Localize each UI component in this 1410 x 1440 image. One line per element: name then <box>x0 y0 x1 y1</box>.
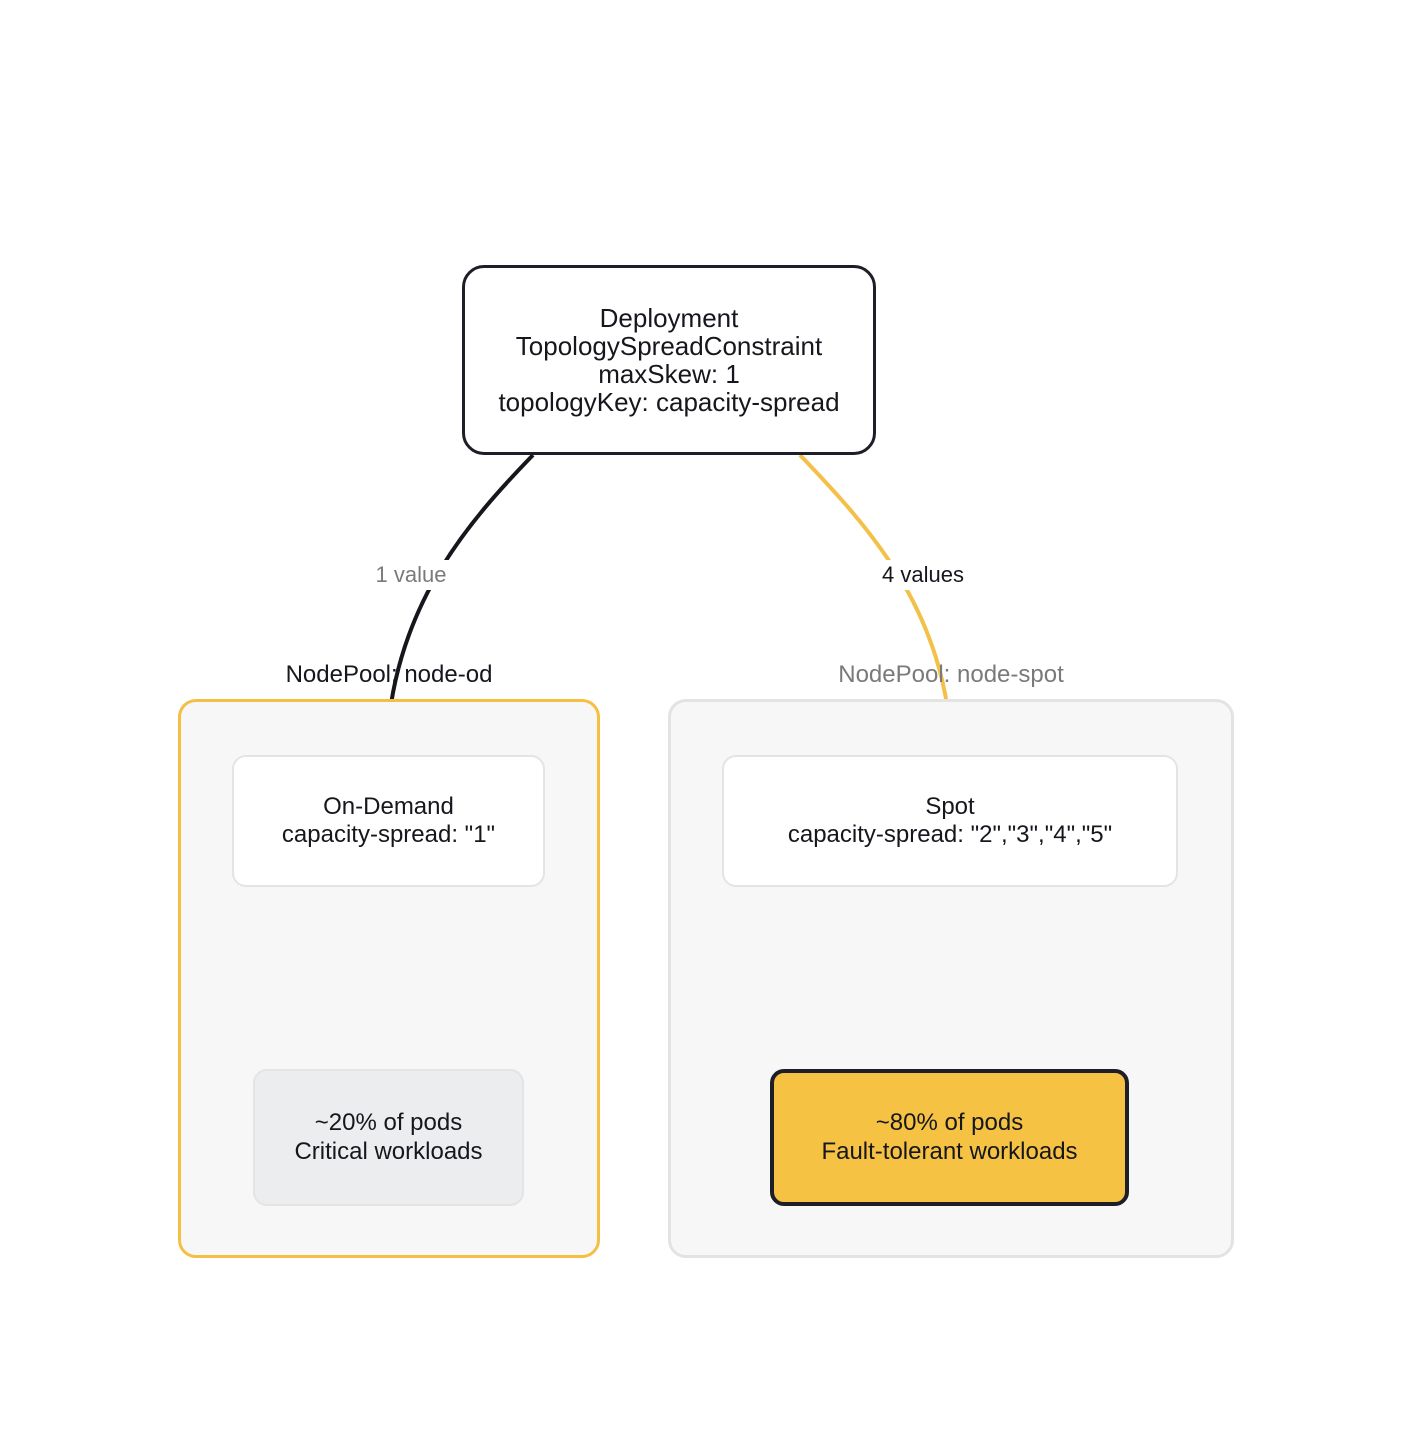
node-fault-tolerant-workloads-label: ~80% of pods Fault-tolerant workloads <box>821 1109 1078 1165</box>
node-critical-workloads-label: ~20% of pods Critical workloads <box>294 1109 483 1165</box>
node-spot[interactable]: Spot capacity-spread: "2","3","4","5" <box>722 755 1178 887</box>
cluster-label-node-spot: NodePool: node-spot <box>838 661 1064 688</box>
node-on-demand[interactable]: On-Demand capacity-spread: "1" <box>232 755 545 887</box>
edge-label-1-value: 1 value <box>369 560 453 590</box>
node-on-demand-label: On-Demand capacity-spread: "1" <box>281 792 496 848</box>
edge-label-4-values: 4 values <box>876 560 970 590</box>
node-spot-label: Spot capacity-spread: "2","3","4","5" <box>787 792 1113 848</box>
node-critical-workloads[interactable]: ~20% of pods Critical workloads <box>253 1069 524 1206</box>
node-deployment-topology-spread-constraint[interactable]: Deployment TopologySpreadConstraint maxS… <box>462 265 876 455</box>
node-deployment-label: Deployment TopologySpreadConstraint maxS… <box>498 302 840 418</box>
node-fault-tolerant-workloads[interactable]: ~80% of pods Fault-tolerant workloads <box>770 1069 1129 1206</box>
cluster-label-node-od: NodePool: node-od <box>285 661 493 688</box>
